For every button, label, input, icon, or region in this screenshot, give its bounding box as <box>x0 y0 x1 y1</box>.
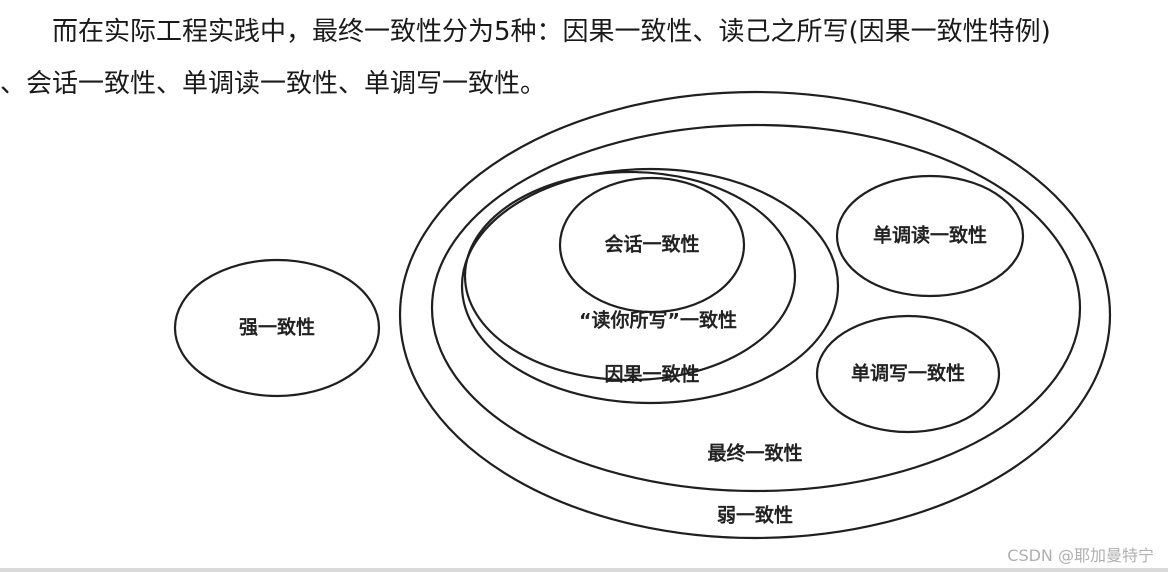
monotonic-write-ellipse <box>815 314 1001 434</box>
intro-paragraph: 而在实际工程实践中，最终一致性分为5种：因果一致性、读己之所写(因果一致性特例)… <box>0 6 1168 110</box>
weak-consistency-label: 弱一致性 <box>717 504 793 527</box>
intro-line-1: 而在实际工程实践中，最终一致性分为5种：因果一致性、读己之所写(因果一致性特例) <box>52 17 1051 47</box>
session-consistency-label: 会话一致性 <box>604 233 699 256</box>
monotonic-read-label: 单调读一致性 <box>873 224 987 247</box>
weak-consistency-ellipse <box>398 90 1112 540</box>
strong-consistency-ellipse <box>173 258 381 398</box>
read-your-writes-ellipse <box>463 170 797 382</box>
csdn-watermark: CSDN @耶加曼特宁 <box>1007 546 1154 565</box>
causal-consistency-ellipse <box>460 167 840 405</box>
intro-line-2: 、会话一致性、单调读一致性、单调写一致性。 <box>0 69 547 99</box>
strong-consistency-label: 强一致性 <box>239 316 315 339</box>
session-consistency-ellipse <box>558 176 746 314</box>
eventual-consistency-ellipse <box>430 123 1082 493</box>
bottom-border <box>0 568 1168 572</box>
monotonic-write-label: 单调写一致性 <box>851 362 965 385</box>
read-your-writes-label: “读你所写”一致性 <box>579 309 737 332</box>
eventual-consistency-label: 最终一致性 <box>707 442 802 465</box>
monotonic-read-ellipse <box>835 174 1025 298</box>
